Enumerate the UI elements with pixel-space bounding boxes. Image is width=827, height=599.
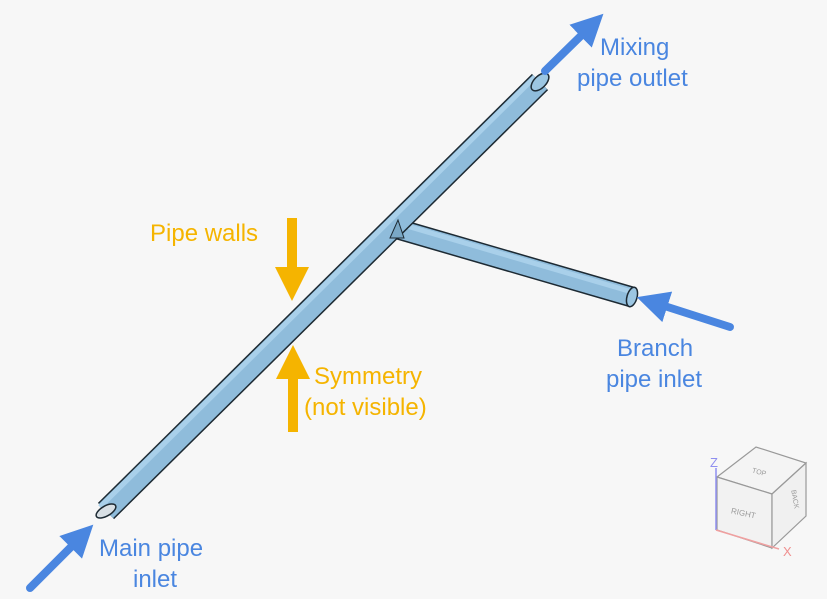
branch-inlet-label-line2: pipe inlet xyxy=(606,366,703,393)
symmetry-label-line1: Symmetry xyxy=(314,363,422,390)
branch-inlet-arrow xyxy=(636,291,734,331)
branch-pipe xyxy=(395,218,639,308)
pipe-walls-label: Pipe walls xyxy=(150,220,259,247)
symmetry-label-line2: (not visible) xyxy=(304,394,427,421)
main-inlet-arrow xyxy=(26,524,94,592)
main-inlet-label-line1: Main pipe xyxy=(99,535,204,562)
main-pipe xyxy=(95,72,550,520)
outlet-label-line2: pipe outlet xyxy=(577,65,688,92)
main-inlet-label-line2: inlet xyxy=(133,566,178,593)
tee-junction xyxy=(389,218,405,239)
cube-face-top[interactable]: TOP xyxy=(751,468,767,479)
z-axis-label: Z xyxy=(710,455,718,470)
view-cube[interactable]: Z X TOP RIGHT BACK xyxy=(710,446,808,559)
outlet-arrow xyxy=(541,13,604,75)
x-axis xyxy=(715,529,780,550)
branch-inlet-label-line1: Branch xyxy=(617,335,694,362)
cube-face-back[interactable]: BACK xyxy=(789,489,799,509)
outlet-label-line1: Mixing xyxy=(600,34,670,61)
x-axis-label: X xyxy=(783,544,792,559)
